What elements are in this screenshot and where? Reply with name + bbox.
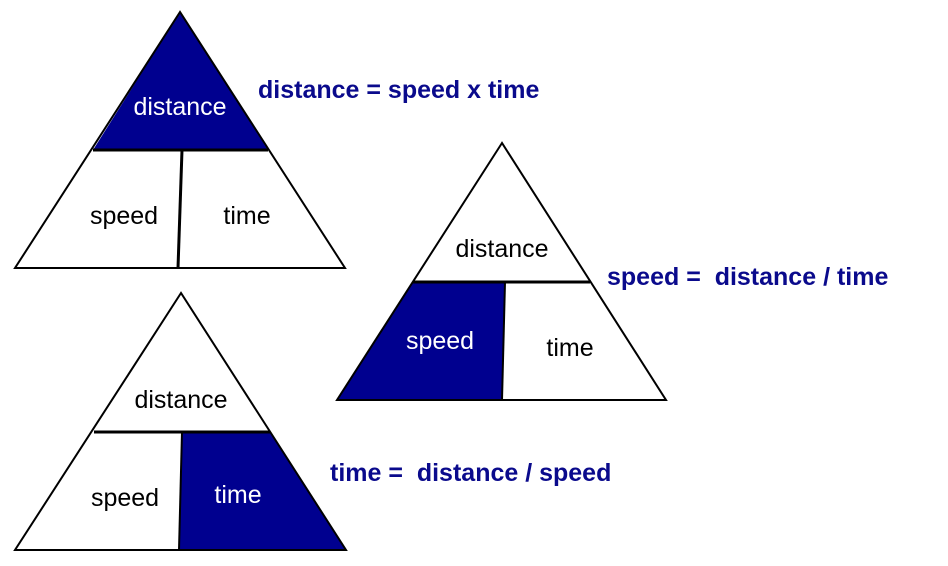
triangle-outline (13, 10, 347, 269)
formula-distance: distance = speed x time (258, 76, 539, 104)
right-label: time (223, 202, 270, 230)
left-label: speed (90, 202, 158, 230)
vertical-divider (501, 281, 506, 401)
triangle-time: distance speed time time = distance / sp… (13, 291, 611, 551)
left-section-filled (337, 282, 505, 400)
triangle-outline (335, 141, 668, 401)
triangle-outline (13, 291, 348, 551)
top-label: distance (134, 386, 227, 414)
left-label: speed (91, 484, 159, 512)
left-label: speed (406, 327, 474, 355)
right-label: time (546, 334, 593, 362)
right-section-filled (179, 432, 346, 550)
top-label: distance (455, 235, 548, 263)
formula-time: time = distance / speed (330, 459, 611, 487)
triangle-speed: distance speed time speed = distance / t… (335, 141, 888, 401)
top-label: distance (133, 93, 226, 121)
formula-speed: speed = distance / time (607, 263, 888, 291)
vertical-divider (178, 431, 183, 551)
top-section-filled (93, 12, 268, 150)
triangle-distance: distance speed time distance = speed x t… (13, 10, 539, 269)
right-label: time (214, 481, 261, 509)
vertical-divider (176, 149, 184, 269)
